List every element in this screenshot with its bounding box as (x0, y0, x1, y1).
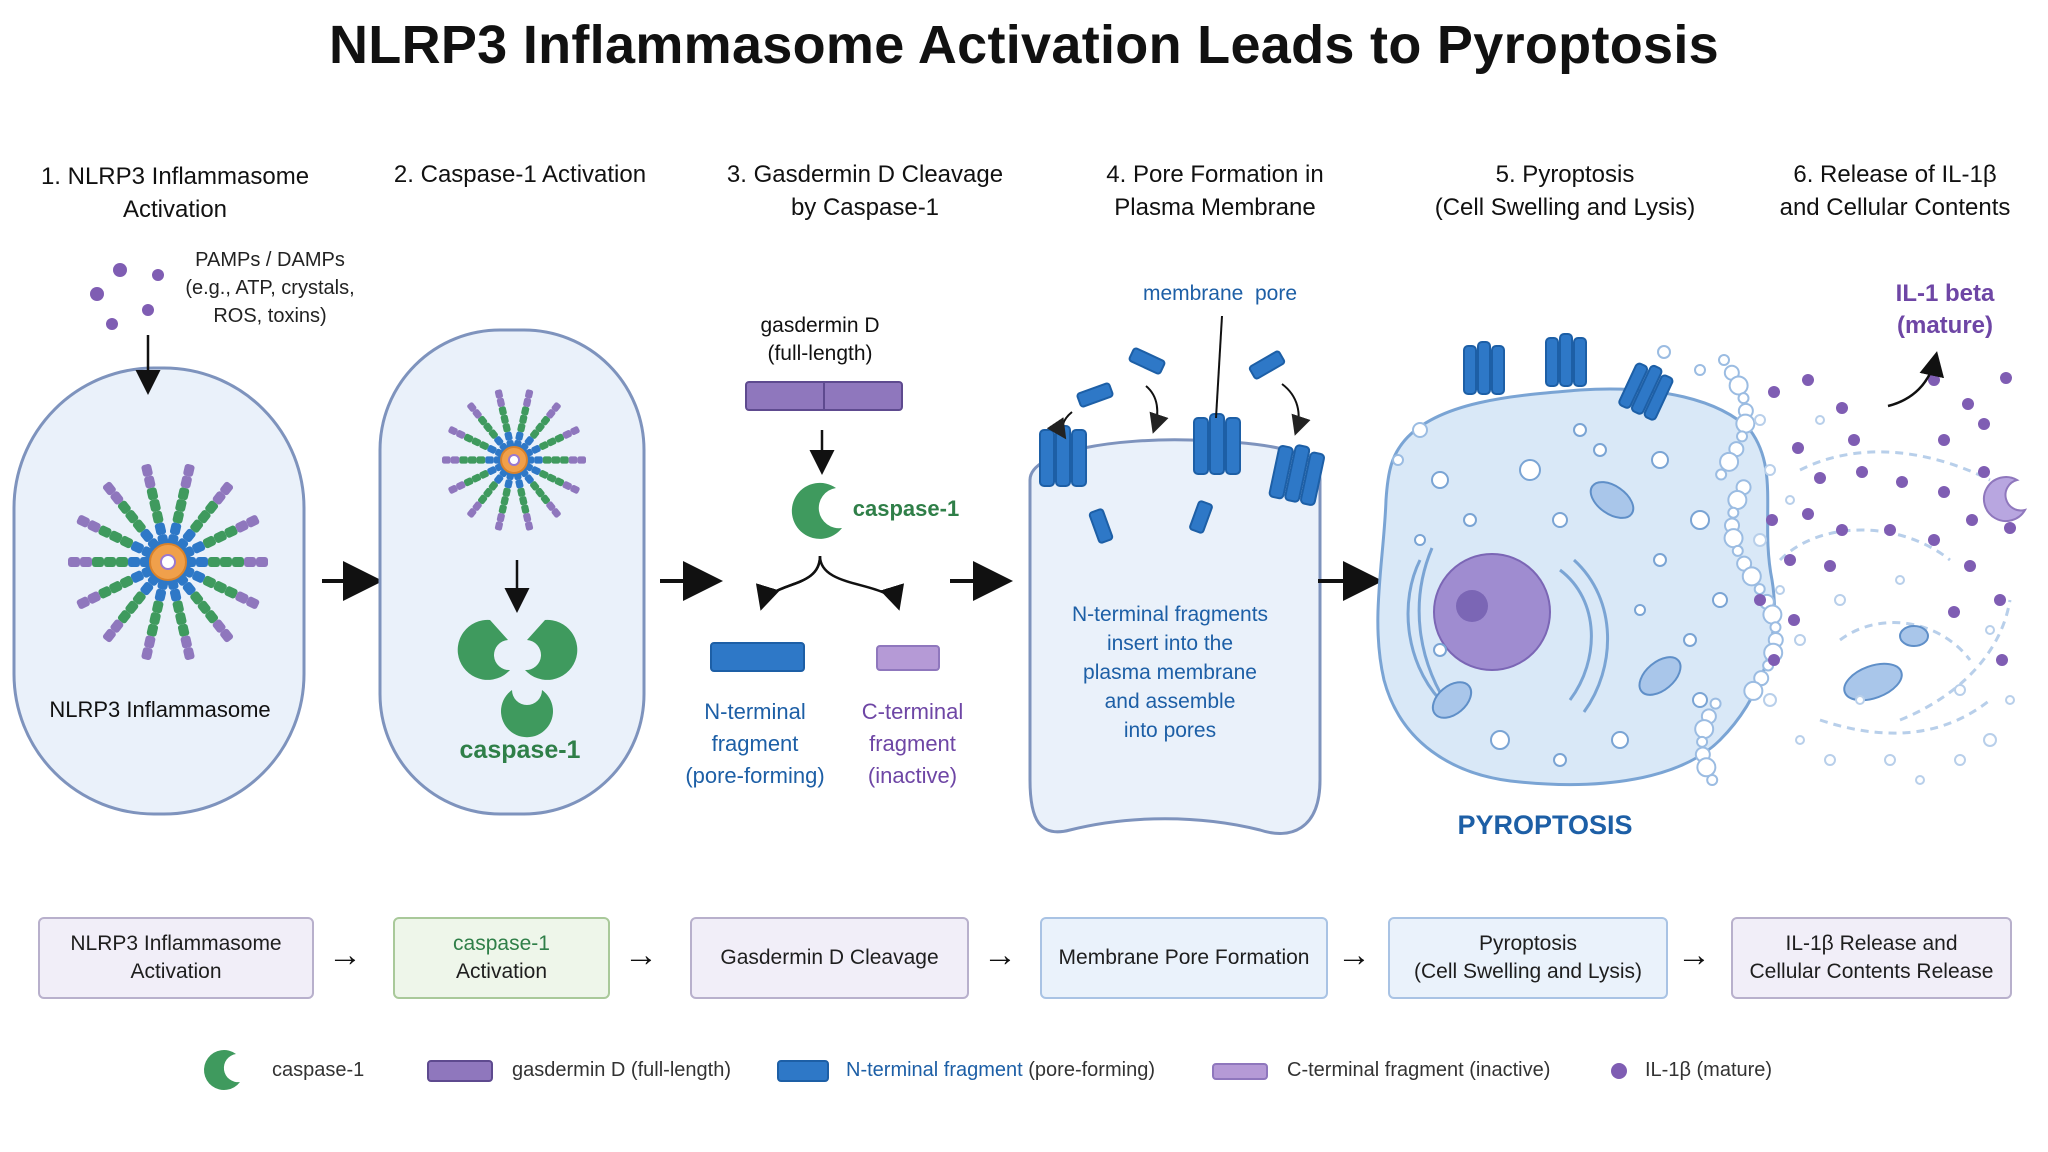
pamps-damps-molecules (90, 263, 164, 330)
n-terminal-fragment-label: N-terminal fragment (pore-forming) (685, 699, 825, 788)
c-terminal-fragment-label: C-terminal fragment (inactive) (861, 699, 964, 788)
legend-il-1-beta-icon (1611, 1063, 1627, 1079)
released-mitochondrion (1843, 662, 1903, 702)
pore-label-line (1215, 315, 1223, 419)
flow-arrow-1: → (328, 936, 362, 974)
legend-caspase-1-icon (203, 1050, 240, 1090)
cellular-debris (1753, 414, 2015, 785)
nucleus-fragment (1982, 476, 2028, 523)
legend-n-terminal-icon (777, 1060, 829, 1082)
cleavage-split-arrows (760, 555, 898, 606)
cell-2 (378, 328, 646, 816)
caspase-1-label-panel-3: caspase-1 (852, 496, 960, 521)
pamps-damps-label: PAMPs / DAMPs (e.g., ATP, crystals, ROS,… (185, 249, 355, 327)
inflammasome-small (442, 389, 586, 531)
released-mitochondrion-small (1899, 625, 1929, 647)
gasdermin-d-label: gasdermin D (full-length) (760, 314, 880, 365)
flow-arrow-3: → (983, 936, 1017, 974)
flow-arrow-5: → (1677, 936, 1711, 974)
membrane-blebs (1392, 345, 1784, 786)
legend-c-terminal-icon (1212, 1063, 1268, 1080)
legend-il-1-beta-label: IL-1β (mature) (1645, 1058, 1773, 1081)
cytoplasmic-vesicles (1414, 423, 1728, 767)
legend-n-terminal-label: N-terminal fragment (pore-forming) (846, 1058, 1155, 1081)
step-5-heading: 5. Pyroptosis(Cell Swelling and Lysis) (1434, 161, 1696, 221)
lysed-cell-remnants (1778, 450, 2012, 735)
flow-box-membrane-pore-formation: Membrane Pore Formation (1040, 917, 1328, 999)
free-n-terminal-fragments (1076, 347, 1286, 544)
nlrp3-inflammasome-label: NLRP3 Inflammasome (49, 697, 271, 722)
caspase-1-enzyme-shape (791, 482, 842, 539)
step-2-heading: 2. Caspase-1 Activation (393, 161, 647, 188)
c-terminal-fragment-shape (876, 645, 940, 671)
active-caspase-1-shapes (457, 619, 578, 738)
caspase-1-label-panel-2: caspase-1 (459, 736, 581, 764)
release-arrow (1887, 351, 1945, 408)
legend-gasdermin-d-icon (427, 1060, 493, 1082)
pyroptosis-label: PYROPTOSIS (1457, 810, 1633, 840)
flow-box-gasdermin-d-cleavage: Gasdermin D Cleavage (690, 917, 969, 999)
insertion-arrows (1046, 383, 1311, 440)
pore-formation-description: N-terminal fragments insert into the pla… (1071, 603, 1269, 742)
nlrp3-inflammasome-complex (68, 463, 268, 661)
il-1-beta-molecules (1754, 372, 2016, 666)
nucleus (1433, 553, 1551, 671)
legend-gasdermin-d-label: gasdermin D (full-length) (512, 1058, 731, 1081)
n-terminal-fragment-shape (710, 642, 805, 672)
legend-c-terminal-label: C-terminal fragment (inactive) (1287, 1058, 1551, 1081)
swollen-cell-pores (1463, 333, 1674, 421)
membrane-pores (1039, 413, 1326, 506)
flow-box-pyroptosis: Pyroptosis(Cell Swelling and Lysis) (1388, 917, 1668, 999)
diagram-title: NLRP3 Inflammasome Activation Leads to P… (328, 15, 1719, 75)
flow-arrow-4: → (1337, 936, 1371, 974)
mitochondria (1431, 481, 1682, 719)
flow-arrow-2: → (624, 936, 658, 974)
legend-caspase-1-label: caspase-1 (272, 1058, 365, 1081)
membrane-pore-label: membrane pore (1142, 282, 1298, 305)
il-1-beta-mature-label: IL-1 beta (mature) (1895, 280, 1995, 339)
